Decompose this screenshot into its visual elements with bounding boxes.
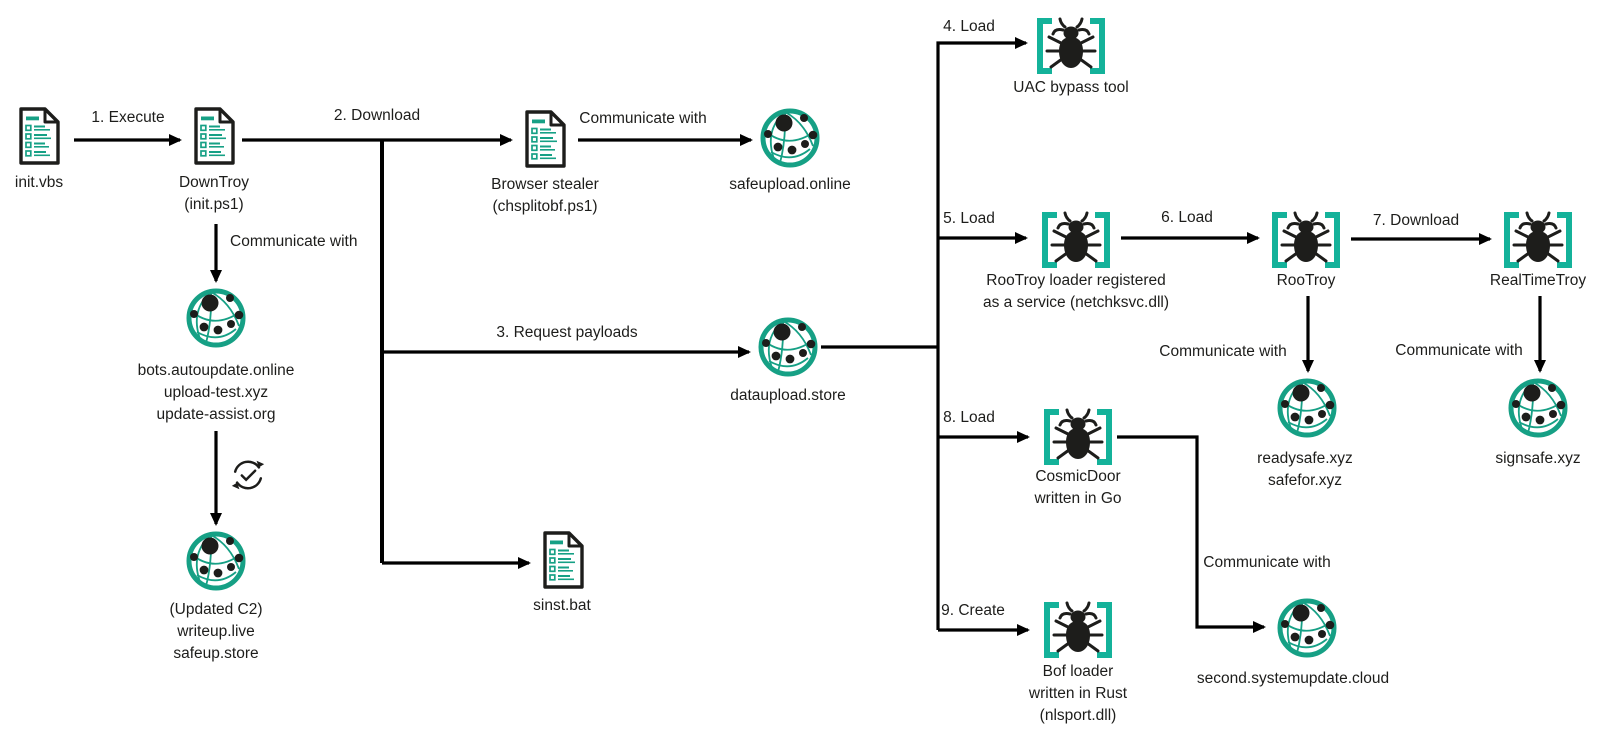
globe-network-icon	[1506, 376, 1570, 440]
rootroy-label: RooTroy	[1277, 270, 1336, 292]
realtimetroy-label: RealTimeTroy	[1490, 270, 1586, 292]
bug-brackets-icon	[1032, 16, 1110, 76]
label-line: CosmicDoor	[1035, 468, 1121, 485]
label-line: UAC bypass tool	[1013, 79, 1129, 96]
refresh-check-icon	[229, 456, 267, 494]
uac-bypass-label: UAC bypass tool	[1013, 77, 1128, 99]
label-line: RealTimeTroy	[1489, 272, 1587, 289]
document-icon	[190, 106, 238, 166]
edge-label-communicate-browser-stealer: Communicate with	[579, 110, 707, 127]
downtroy-label: DownTroy (init.ps1)	[179, 172, 249, 216]
node-readysafe	[1275, 376, 1339, 440]
node-uac-bypass	[1032, 16, 1110, 76]
signsafe-label: signsafe.xyz	[1495, 448, 1580, 470]
edge-communicate-second-c2	[1117, 435, 1266, 633]
rootroy-loader-label: RooTroy loader registered as a service (…	[983, 270, 1169, 314]
globe-network-icon	[184, 286, 248, 350]
edge-label-load-rootroy-loader: 5. Load	[943, 210, 995, 227]
label-line: safeup.store	[173, 645, 259, 662]
bof-loader-label: Bof loader written in Rust (nlsport.dll)	[1029, 661, 1127, 727]
edge-label-communicate-cosmicdoor: Communicate with	[1203, 554, 1331, 571]
dataupload-label: dataupload.store	[730, 385, 845, 407]
label-line: bots.autoupdate.online	[137, 362, 295, 379]
edge-label-communicate-rootroy: Communicate with	[1159, 343, 1287, 360]
readysafe-label: readysafe.xyz safefor.xyz	[1257, 448, 1353, 492]
label-line: written in Rust	[1028, 685, 1128, 702]
cosmicdoor-label: CosmicDoor written in Go	[1034, 466, 1121, 510]
bug-brackets-icon	[1039, 600, 1117, 660]
globe-network-icon	[184, 529, 248, 593]
document-icon	[539, 530, 587, 590]
label-line: (nlsport.dll)	[1039, 707, 1117, 724]
label-line: RooTroy	[1276, 272, 1336, 289]
sinst-bat-label: sinst.bat	[533, 595, 591, 617]
node-realtimetroy	[1499, 210, 1577, 270]
edge-label-request-payloads: 3. Request payloads	[496, 324, 638, 341]
node-bots-c2	[184, 286, 248, 350]
label-line: Browser stealer	[491, 176, 599, 193]
label-line: (chsplitobf.ps1)	[492, 198, 598, 215]
label-line: (Updated C2)	[169, 601, 263, 618]
node-safeupload	[758, 106, 822, 170]
node-downtroy	[190, 106, 238, 166]
label-line: second.systemupdate.cloud	[1196, 670, 1390, 687]
node-signsafe	[1506, 376, 1570, 440]
second-c2-label: second.systemupdate.cloud	[1197, 668, 1389, 690]
label-line: dataupload.store	[730, 387, 846, 404]
node-rootroy-loader	[1037, 210, 1115, 270]
label-line: (init.ps1)	[184, 196, 244, 213]
browser-stealer-label: Browser stealer (chsplitobf.ps1)	[491, 174, 599, 218]
bug-brackets-icon	[1037, 210, 1115, 270]
edge-label-load-rootroy: 6. Load	[1161, 209, 1213, 226]
edge-label-load-uac: 4. Load	[943, 18, 995, 35]
node-init-vbs	[15, 106, 63, 166]
globe-network-icon	[1275, 376, 1339, 440]
edge-label-communicate-realtimetroy: Communicate with	[1395, 342, 1523, 359]
node-browser-stealer	[521, 109, 569, 169]
label-line: readysafe.xyz	[1257, 450, 1353, 467]
label-line: signsafe.xyz	[1495, 450, 1581, 467]
label-line: safeupload.online	[729, 176, 851, 193]
bug-brackets-icon	[1267, 210, 1345, 270]
label-line: RooTroy loader registered	[986, 272, 1166, 289]
globe-network-icon	[756, 315, 820, 379]
label-line: sinst.bat	[533, 597, 591, 614]
edge-label-download-realtimetroy: 7. Download	[1372, 212, 1460, 229]
node-update-step	[229, 456, 267, 494]
node-cosmicdoor	[1039, 407, 1117, 467]
edge-label-load-cosmicdoor: 8. Load	[943, 409, 995, 426]
node-updated-c2	[184, 529, 248, 593]
document-icon	[15, 106, 63, 166]
bug-brackets-icon	[1499, 210, 1577, 270]
updated-c2-label: (Updated C2) writeup.live safeup.store	[169, 599, 262, 665]
document-icon	[521, 109, 569, 169]
node-rootroy	[1267, 210, 1345, 270]
node-second-c2	[1275, 596, 1339, 660]
label-line: update-assist.org	[156, 406, 276, 423]
bots-c2-label: bots.autoupdate.online upload-test.xyz u…	[138, 360, 295, 426]
edge-label-execute: 1. Execute	[91, 109, 165, 126]
label-line: safefor.xyz	[1267, 472, 1343, 489]
node-dataupload	[756, 315, 820, 379]
edge-trunk-load-uac	[936, 37, 1028, 630]
globe-network-icon	[1275, 596, 1339, 660]
node-sinst-bat	[539, 530, 587, 590]
init-vbs-label: init.vbs	[15, 172, 63, 194]
safeupload-label: safeupload.online	[729, 174, 851, 196]
globe-network-icon	[758, 106, 822, 170]
label-line: init.vbs	[14, 174, 64, 191]
label-line: as a service (netchksvc.dll)	[982, 294, 1170, 311]
edge-label-communicate-downtroy: Communicate with	[230, 233, 358, 250]
label-line: DownTroy	[178, 174, 250, 191]
edge-label-create-bof: 9. Create	[941, 602, 1005, 619]
edge-label-download: 2. Download	[333, 107, 421, 124]
label-line: Bof loader	[1042, 663, 1114, 680]
node-bof-loader	[1039, 600, 1117, 660]
label-line: upload-test.xyz	[163, 384, 269, 401]
label-line: writeup.live	[177, 623, 255, 640]
label-line: written in Go	[1034, 490, 1122, 507]
bug-brackets-icon	[1039, 407, 1117, 467]
